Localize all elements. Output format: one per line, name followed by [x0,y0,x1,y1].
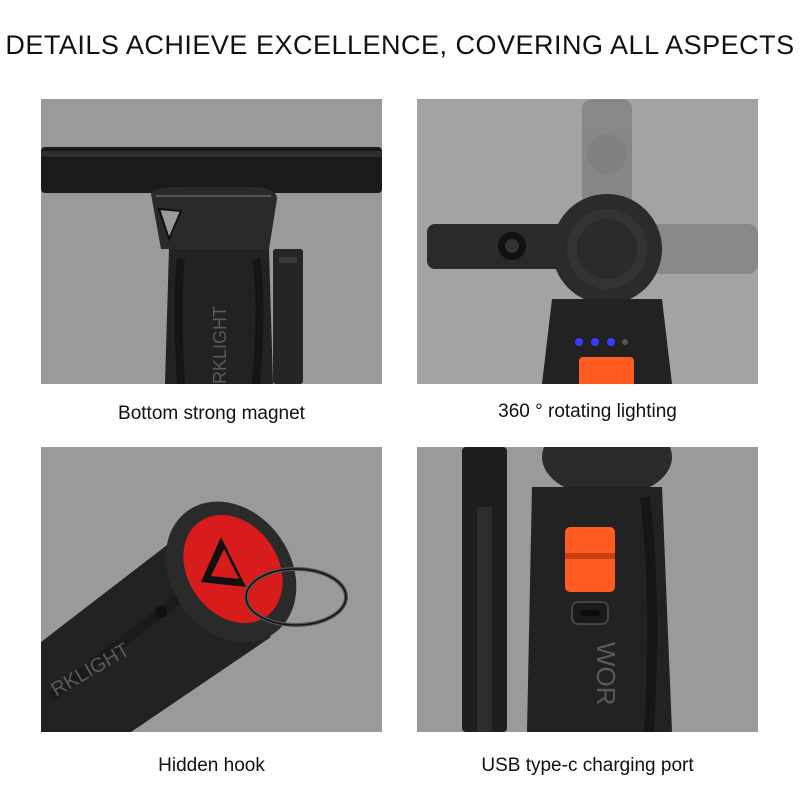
magnet-base [151,187,277,249]
caption-usb-port: USB type-c charging port [481,755,694,776]
device-body [165,249,273,384]
device-body [542,299,672,384]
steel-bar [41,147,382,193]
light-head-arm [427,224,567,269]
power-switch [579,357,634,384]
magnet-photo: RKLIGHT [41,99,382,384]
rotation-photo [417,99,758,384]
caption-hook: Hidden hook [158,755,265,776]
hook-photo: RKLIGHT [41,447,382,732]
caption-magnet: Bottom strong magnet [118,403,305,424]
magnet-illustration: RKLIGHT [41,99,382,384]
usb-port-illustration: WOR [417,447,758,732]
caption-rotation: 360 ° rotating lighting [498,401,677,422]
headline: DETAILS ACHIEVE EXCELLENCE, COVERING ALL… [5,30,795,60]
side-stand [273,249,303,384]
embossed-brand-text: WOR [591,642,621,706]
pivot-joint [542,447,672,497]
battery-indicator [575,338,583,346]
usb-port-photo: WOR [417,447,758,732]
ghost-rotation-positions [582,99,758,274]
power-switch [565,527,615,592]
rotation-illustration [417,99,758,384]
hook-illustration: RKLIGHT [41,447,382,732]
embossed-brand-text: RKLIGHT [210,306,230,384]
